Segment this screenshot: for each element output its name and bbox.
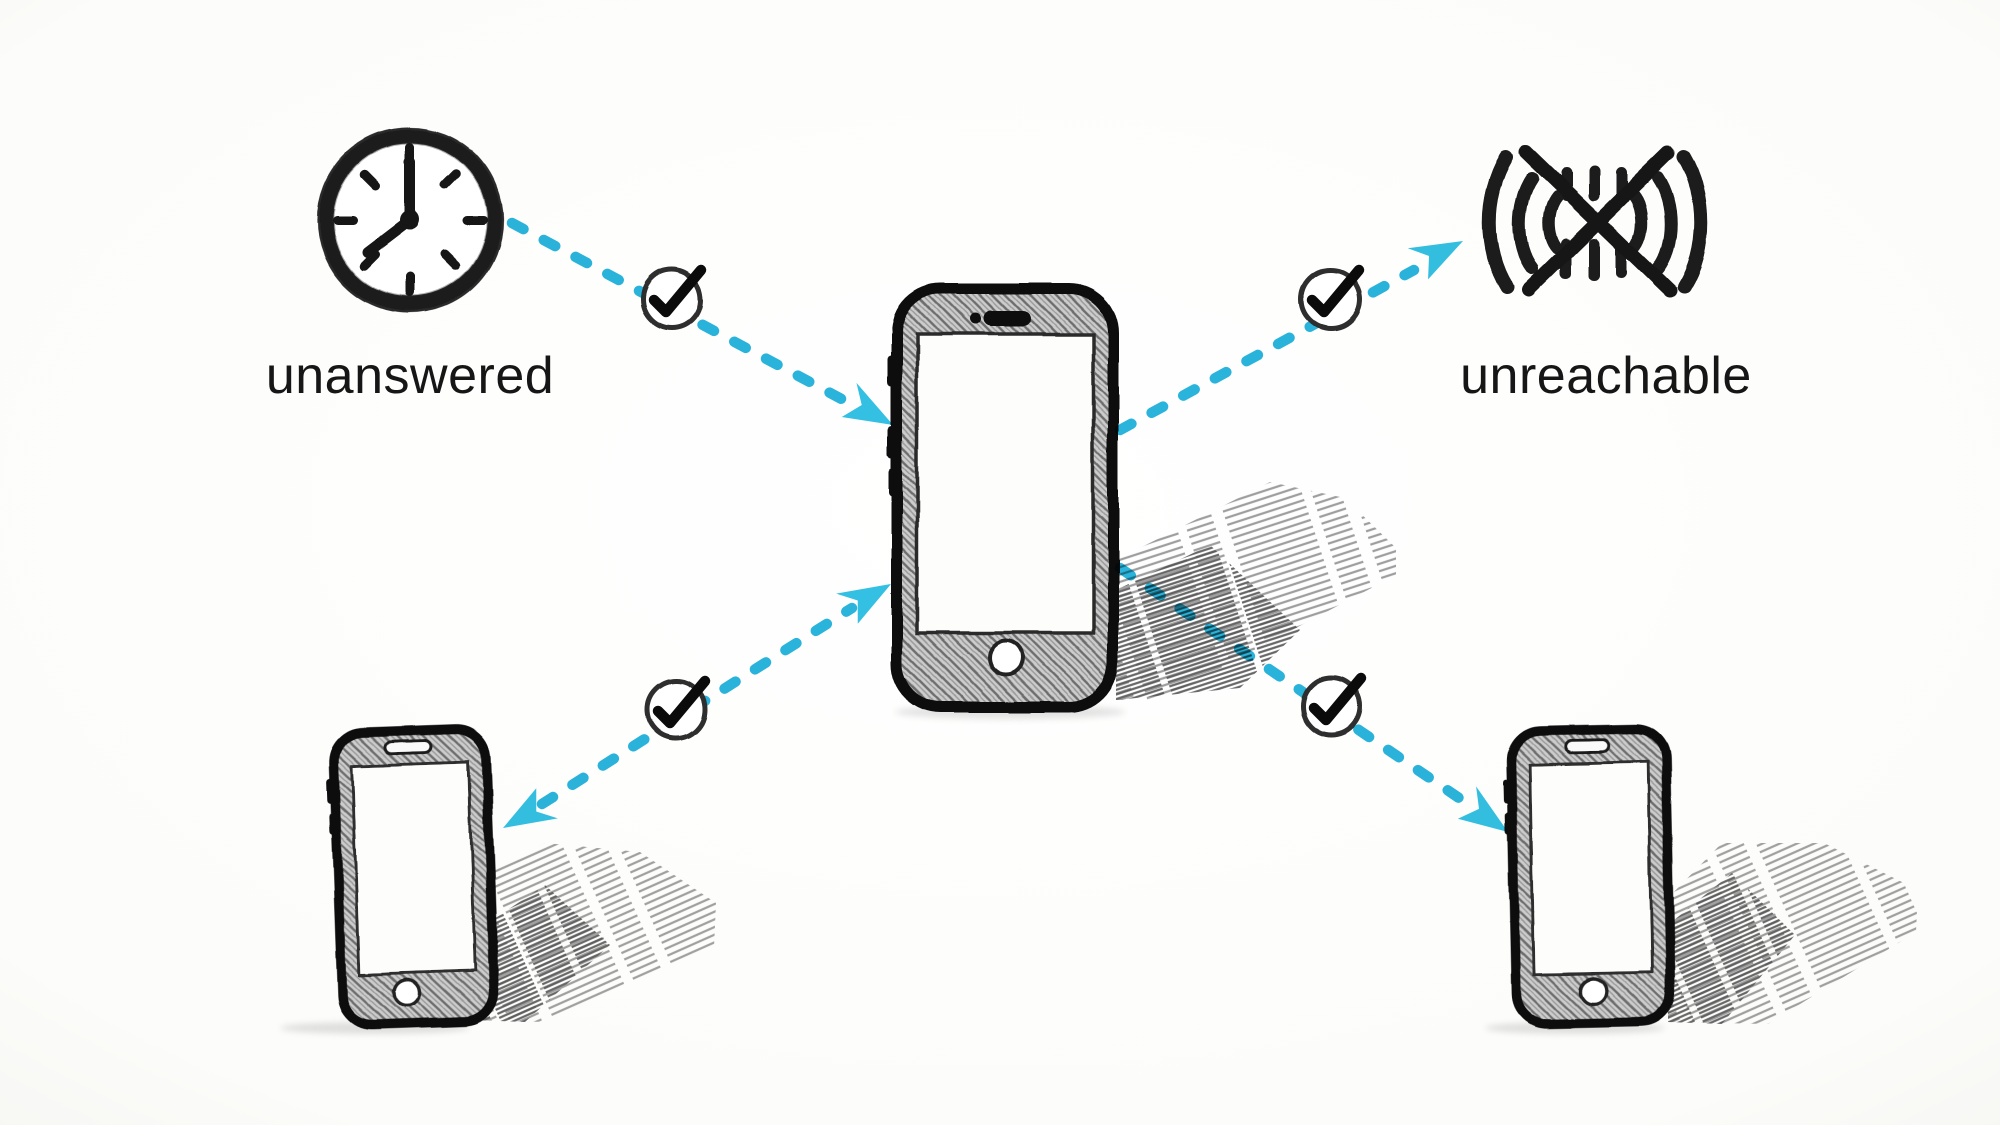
central-phone-icon	[888, 283, 1119, 713]
phone-home-button	[1578, 976, 1609, 1006]
phone-screen	[915, 332, 1095, 635]
label-unreachable: unreachable	[1460, 347, 1752, 405]
clock-icon	[316, 126, 504, 314]
check-mark-icon	[1306, 264, 1365, 318]
phone-frame	[329, 724, 499, 1030]
phone-frame	[1506, 724, 1676, 1029]
right-phone-icon	[1504, 724, 1676, 1029]
check-mark-icon	[1308, 672, 1367, 726]
check-mark-icon	[648, 264, 707, 318]
phone-camera-dot	[970, 313, 982, 325]
phone-home-button	[987, 639, 1025, 677]
cross-out-x	[1519, 145, 1677, 298]
phone-speaker-slot	[383, 739, 433, 756]
phone-frame	[891, 283, 1119, 713]
phone-screen	[350, 760, 477, 976]
phone-home-button	[392, 977, 422, 1008]
phone-screen	[1528, 760, 1654, 976]
no-signal-icon	[1481, 145, 1709, 298]
pencil-shadow-right-phone	[1485, 843, 1918, 1034]
phone-speaker-slot	[984, 311, 1030, 326]
phone-speaker-slot	[1563, 738, 1611, 754]
label-unanswered: unanswered	[266, 347, 554, 405]
check-mark-icon	[652, 675, 711, 729]
left-phone-icon	[326, 724, 499, 1030]
clock-ticks	[332, 142, 488, 298]
check-badges	[640, 264, 1367, 742]
arrow-phone-to-right-phone	[1114, 562, 1468, 806]
